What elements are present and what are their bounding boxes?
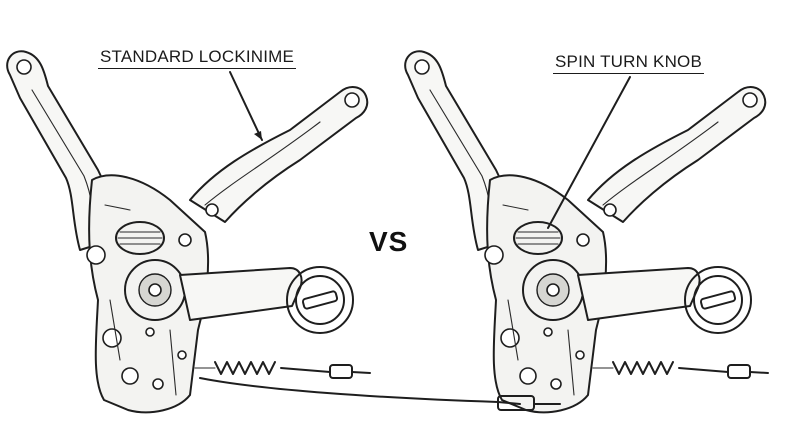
standard-lock-mechanism bbox=[6, 50, 371, 414]
versus-label: VS bbox=[369, 226, 409, 257]
right-callout-leader bbox=[547, 76, 631, 229]
connecting-cable bbox=[199, 377, 521, 405]
left-callout-leader bbox=[229, 71, 263, 141]
left-callout-arrowhead bbox=[254, 131, 262, 140]
standard-lock-callout-label: STANDARD LOCKINIME bbox=[98, 47, 297, 69]
spin-turn-knob-mechanism bbox=[404, 50, 769, 414]
spin-turn-knob-callout-label: SPIN TURN KNOB bbox=[553, 52, 705, 74]
